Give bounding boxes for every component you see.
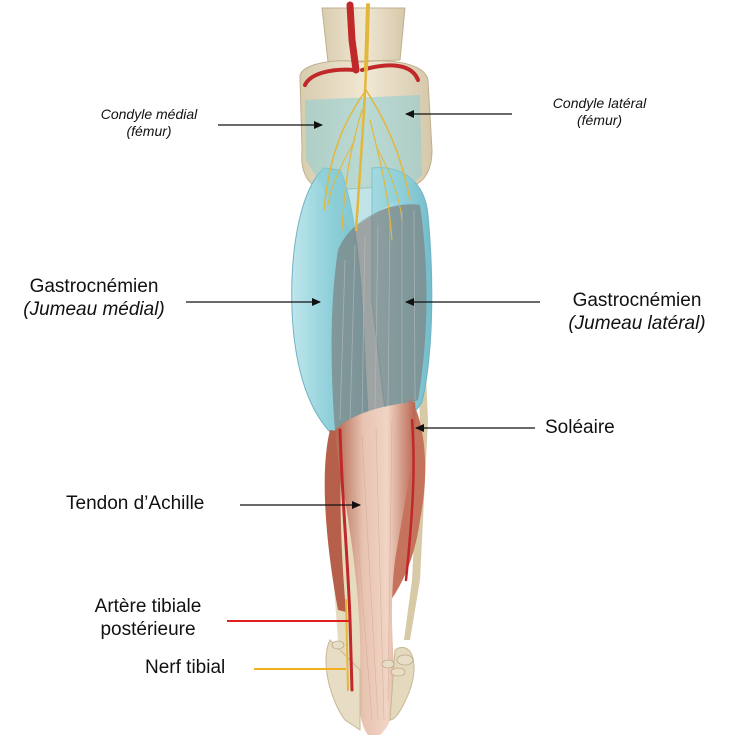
sciatic-nerve: [366, 5, 368, 70]
label-soleaire: Soléaire: [545, 417, 615, 440]
label-gastro-medial-line1: Gastrocnémien: [4, 276, 184, 299]
label-gastro-medial: Gastrocnémien (Jumeau médial): [4, 276, 184, 322]
label-condyle-medial: Condyle médial (fémur): [84, 106, 214, 140]
label-gastro-lateral: Gastrocnémien (Jumeau latéral): [552, 290, 722, 336]
label-tendon-achille: Tendon d’Achille: [66, 493, 204, 516]
label-condyle-medial-line1: Condyle médial: [84, 106, 214, 123]
label-artere-tibiale: Artère tibiale postérieure: [68, 596, 228, 642]
label-gastro-lateral-line2: (Jumeau latéral): [552, 313, 722, 336]
label-gastro-medial-line2: (Jumeau médial): [4, 299, 184, 322]
muscle-fibres: [332, 204, 427, 430]
label-artere-tibiale-line2: postérieure: [68, 619, 228, 642]
label-condyle-lateral: Condyle latéral (fémur): [532, 95, 667, 129]
label-artere-tibiale-line1: Artère tibiale: [68, 596, 228, 619]
femur-shaft: [322, 8, 405, 62]
label-gastro-lateral-line1: Gastrocnémien: [552, 290, 722, 313]
label-condyle-medial-line2: (fémur): [84, 123, 214, 140]
label-condyle-lateral-line2: (fémur): [532, 112, 667, 129]
label-condyle-lateral-line1: Condyle latéral: [532, 95, 667, 112]
label-nerf-tibial: Nerf tibial: [145, 657, 225, 680]
